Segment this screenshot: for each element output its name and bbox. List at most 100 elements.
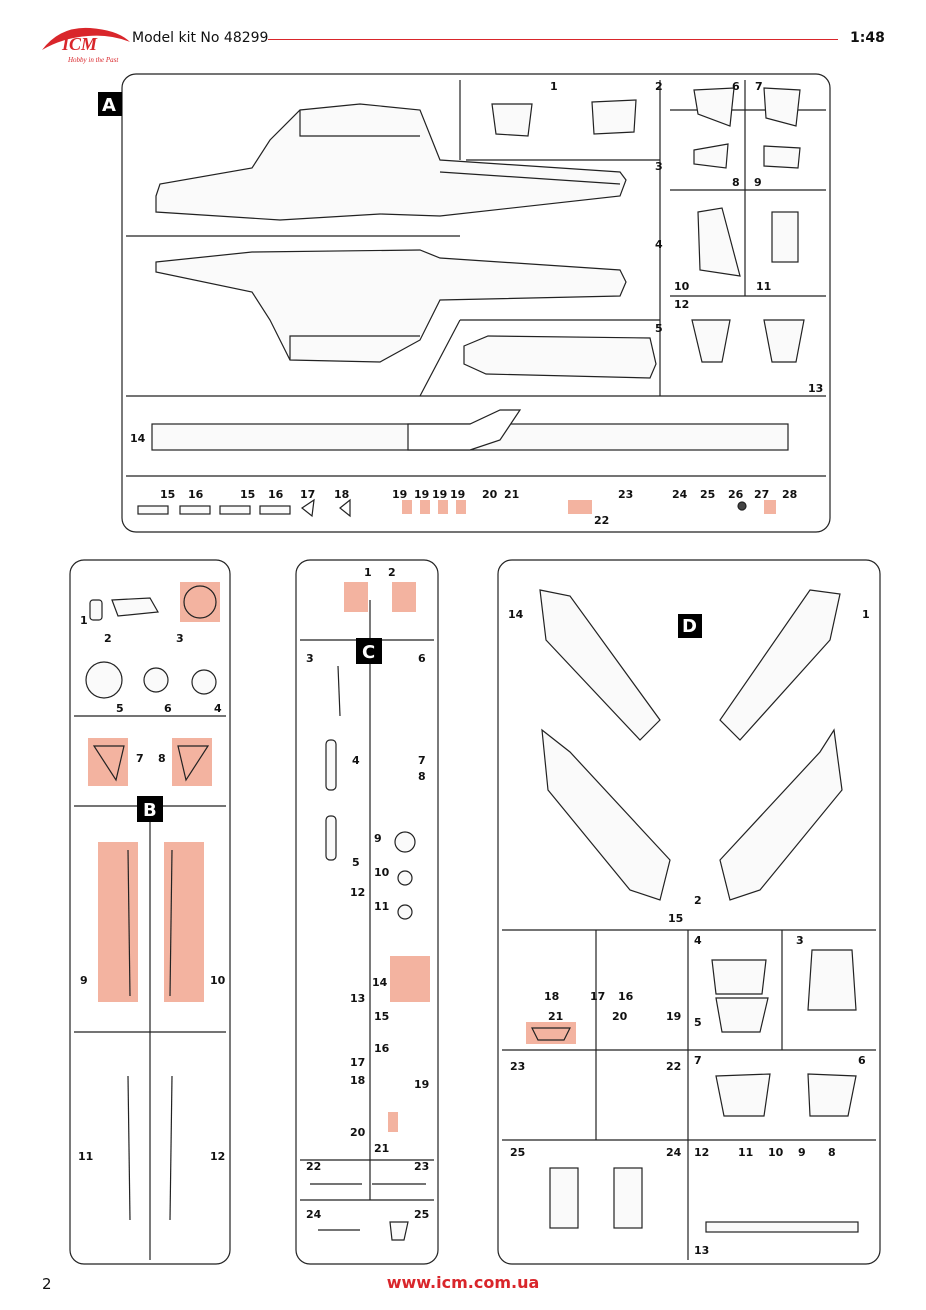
sprue-a — [98, 73, 831, 533]
part-label: 4 — [352, 754, 360, 767]
part-label: 10 — [674, 280, 690, 293]
part-label: 20 — [350, 1126, 366, 1139]
sprue-b-letter: B — [143, 800, 157, 821]
cockpit-tub — [463, 335, 657, 379]
part-label: 2 — [655, 80, 663, 93]
part-label: 14 — [130, 432, 146, 445]
part-label: 27 — [754, 488, 769, 501]
part-label: 12 — [694, 1146, 709, 1159]
part-label: 2 — [694, 894, 702, 907]
part-label: 10 — [210, 974, 226, 987]
part-label: 25 — [700, 488, 715, 501]
part-label: 24 — [672, 488, 688, 501]
part-label: 11 — [78, 1150, 93, 1163]
part-label: 1 — [550, 80, 558, 93]
part-label: 10 — [374, 866, 390, 879]
part-label: 1 — [364, 566, 372, 579]
part-a12b — [763, 319, 805, 363]
part-label: 9 — [798, 1146, 806, 1159]
website-link[interactable]: www.icm.com.ua — [386, 1273, 540, 1292]
part-a10 — [697, 207, 741, 277]
part-label: 3 — [655, 160, 663, 173]
part-label: 5 — [352, 856, 360, 869]
part-label: 24 — [306, 1208, 322, 1221]
part-label: 8 — [158, 752, 166, 765]
part-label: 7 — [136, 752, 144, 765]
part-label: 15 — [374, 1010, 389, 1023]
part-label: 6 — [858, 1054, 866, 1067]
part-label: 12 — [350, 886, 365, 899]
sprue-d — [497, 559, 881, 1265]
sprue-c-letter: C — [362, 642, 375, 663]
part-label: 11 — [756, 280, 771, 293]
part-a7 — [763, 87, 801, 127]
part-label: 11 — [738, 1146, 753, 1159]
page-number: 2 — [42, 1275, 52, 1293]
part-label: 18 — [334, 488, 349, 501]
part-label: 5 — [655, 322, 663, 335]
part-label: 3 — [796, 934, 804, 947]
part-label: 23 — [510, 1060, 525, 1073]
part-label: 9 — [80, 974, 88, 987]
part-a8 — [693, 143, 729, 169]
scale-label: 1:48 — [850, 30, 885, 46]
part-label: 9 — [754, 176, 762, 189]
part-label: 21 — [504, 488, 519, 501]
part-label: 4 — [694, 934, 702, 947]
part-label: 6 — [732, 80, 740, 93]
part-label: 8 — [828, 1146, 836, 1159]
part-label: 3 — [306, 652, 314, 665]
part-label: 21 — [374, 1142, 389, 1155]
part-label: 13 — [694, 1244, 709, 1257]
part-label: 19 — [432, 488, 447, 501]
part-a11 — [771, 211, 799, 263]
sprue-d-letter: D — [682, 616, 697, 637]
part-label: 19 — [392, 488, 407, 501]
part-label: 12 — [674, 298, 689, 311]
sprue-a-letter: A — [102, 95, 116, 116]
fuselage-half-upper — [155, 103, 627, 221]
part-label: 19 — [414, 488, 429, 501]
highlight-a19-4 — [456, 500, 466, 514]
part-label: 18 — [544, 990, 559, 1003]
part-label: 14 — [508, 608, 524, 621]
part-label: 9 — [374, 832, 382, 845]
part-label: 13 — [808, 382, 823, 395]
highlight-a19-2 — [420, 500, 430, 514]
part-a1 — [491, 103, 533, 137]
part-label: 23 — [414, 1160, 429, 1173]
logo-text: ICM — [61, 34, 98, 54]
part-label: 26 — [728, 488, 744, 501]
part-label: 6 — [164, 702, 172, 715]
part-label: 21 — [548, 1010, 563, 1023]
part-label: 7 — [694, 1054, 702, 1067]
icm-logo: ICM Hobby in the Past — [40, 24, 132, 66]
part-a2 — [591, 99, 637, 135]
part-label: 4 — [214, 702, 222, 715]
part-a6 — [693, 87, 735, 127]
part-label: 1 — [862, 608, 870, 621]
part-label: 16 — [188, 488, 204, 501]
part-label: 16 — [268, 488, 284, 501]
part-label: 22 — [306, 1160, 321, 1173]
part-label: 8 — [418, 770, 426, 783]
part-label: 17 — [300, 488, 315, 501]
part-label: 6 — [418, 652, 426, 665]
part-label: 7 — [755, 80, 763, 93]
part-label: 1 — [80, 614, 88, 627]
part-label: 15 — [668, 912, 683, 925]
part-label: 28 — [782, 488, 797, 501]
part-label: 15 — [240, 488, 255, 501]
part-label: 23 — [618, 488, 633, 501]
part-label: 4 — [655, 238, 663, 251]
sprue-b — [69, 559, 231, 1265]
part-label: 8 — [732, 176, 740, 189]
part-label: 15 — [160, 488, 175, 501]
part-label: 5 — [694, 1016, 702, 1029]
fuselage-half-lower — [155, 249, 627, 363]
part-label: 16 — [374, 1042, 390, 1055]
part-label: 19 — [450, 488, 465, 501]
part-label: 3 — [176, 632, 184, 645]
part-label: 19 — [414, 1078, 429, 1091]
part-label: 20 — [482, 488, 498, 501]
